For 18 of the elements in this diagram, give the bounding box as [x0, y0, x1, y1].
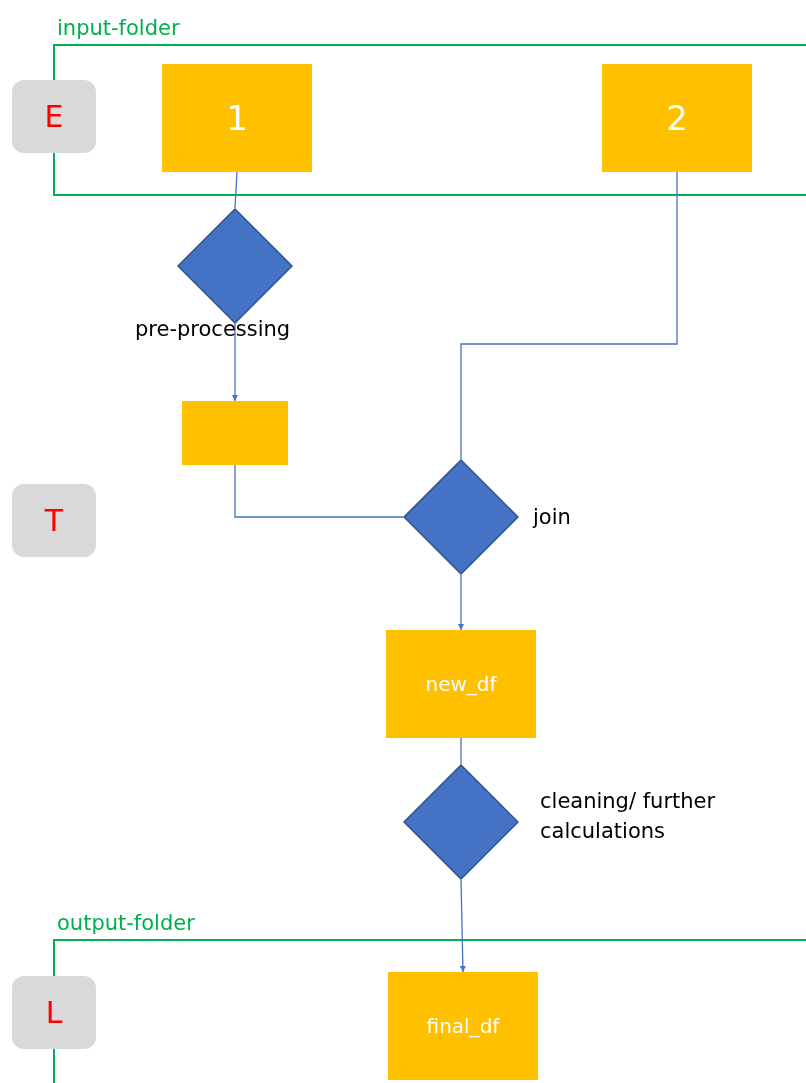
folder-label: input-folder [57, 16, 180, 40]
step-label: cleaning/ further calculations [540, 788, 717, 846]
process-box: 2 [602, 64, 752, 172]
connector-arrow [458, 574, 464, 631]
stage-badge: E [12, 80, 96, 153]
connector-arrow [232, 323, 238, 402]
process-box: new_df [386, 630, 536, 738]
stage-badge: T [12, 484, 96, 557]
decision-diamond [403, 459, 519, 575]
stage-badge: L [12, 976, 96, 1049]
connector-arrow [459, 879, 466, 973]
step-label: join [533, 504, 572, 531]
step-label: pre-processing [135, 316, 292, 343]
process-box [182, 401, 288, 465]
folder-label: output-folder [57, 911, 195, 935]
process-box: 1 [162, 64, 312, 172]
decision-diamond [403, 764, 519, 880]
process-box: final_df [388, 972, 538, 1080]
